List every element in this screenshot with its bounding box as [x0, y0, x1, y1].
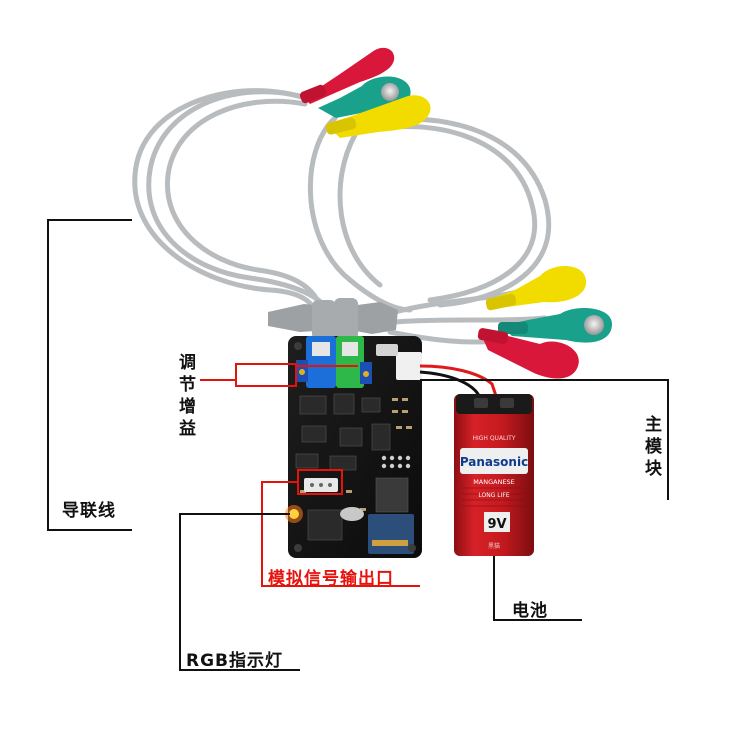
main-module-board: [285, 336, 422, 558]
electrode-red-top: [299, 47, 395, 104]
electrode-yellow-right: [485, 265, 587, 311]
battery-quality-text: HIGH QUALITY: [472, 435, 515, 442]
battery-label: 电池: [512, 601, 548, 621]
main-module-label: 主模块: [645, 415, 663, 479]
battery-brand-text: Panasonic: [460, 455, 528, 469]
battery-voltage-text: 9V: [487, 517, 506, 532]
rgb-led: [289, 509, 299, 519]
battery-life-text: LONG LIFE: [478, 492, 509, 499]
electrode-red-right: [477, 328, 579, 379]
battery-small-text: 黑猫: [488, 542, 500, 550]
gain-adjust-label: 调节增益: [179, 353, 197, 439]
electrode-teal-right: [498, 308, 612, 343]
lead-wire-label: 导联线: [62, 501, 116, 521]
snap-stud-icon: [584, 315, 604, 335]
battery-9v: [454, 394, 534, 556]
annotation-lines: [47, 219, 669, 671]
cable-connector: [268, 298, 398, 340]
power-connector: [396, 352, 422, 380]
snap-stud-icon: [381, 83, 399, 101]
crystal-oscillator: [340, 507, 364, 521]
wireless-module: [368, 514, 414, 554]
battery-type-text: MANGANESE: [473, 478, 515, 486]
electrode-yellow-top: [325, 95, 431, 138]
rgb-indicator-label: RGB指示灯: [186, 651, 284, 671]
analog-output-label: 模拟信号输出口: [268, 569, 394, 589]
